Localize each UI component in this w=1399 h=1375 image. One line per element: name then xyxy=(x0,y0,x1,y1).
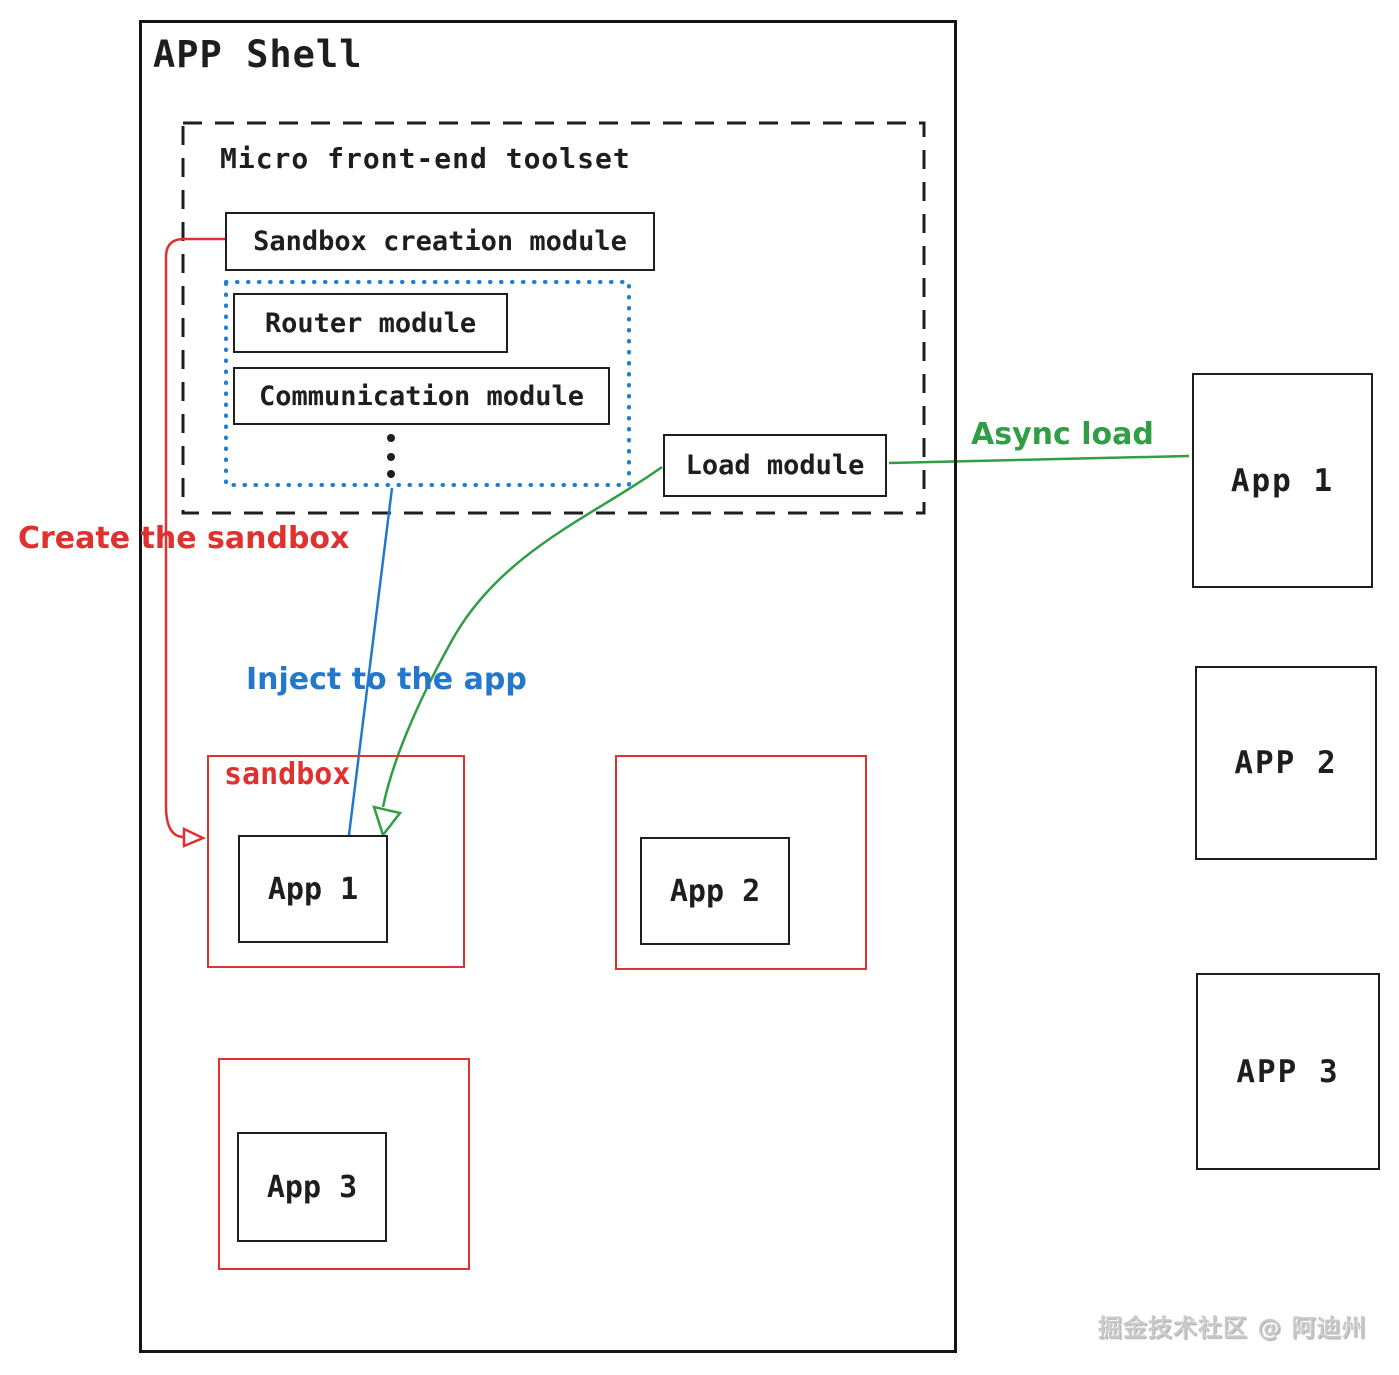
shell-app-2-box: App 2 xyxy=(640,837,790,945)
sandbox-frame xyxy=(207,755,465,968)
router-module-box: Router module xyxy=(233,293,508,353)
remote-app-1-box: App 1 xyxy=(1192,373,1373,588)
remote-app-3-box: APP 3 xyxy=(1196,973,1380,1170)
app-2-sandbox-frame xyxy=(615,755,867,970)
communication-module-box: Communication module xyxy=(233,367,610,425)
inject-annotation: Inject to the app xyxy=(246,662,527,697)
app-shell-frame xyxy=(139,20,957,1353)
sandbox-label: sandbox xyxy=(224,757,351,792)
sandbox-creation-module-box: Sandbox creation module xyxy=(225,212,655,271)
toolset-label: Micro front-end toolset xyxy=(220,142,631,175)
shell-app-1-box: App 1 xyxy=(238,835,388,943)
remote-app-2-box: APP 2 xyxy=(1195,666,1377,860)
async-load-annotation: Async load xyxy=(971,417,1154,452)
app-3-sandbox-frame xyxy=(218,1058,470,1270)
watermark: 掘金技术社区 @ 阿迪州 xyxy=(1098,1314,1367,1342)
create-sandbox-annotation: Create the sandbox xyxy=(18,521,350,556)
load-module-box: Load module xyxy=(663,434,887,497)
app-shell-title: APP Shell xyxy=(153,33,363,76)
shell-app-3-box: App 3 xyxy=(237,1132,387,1242)
